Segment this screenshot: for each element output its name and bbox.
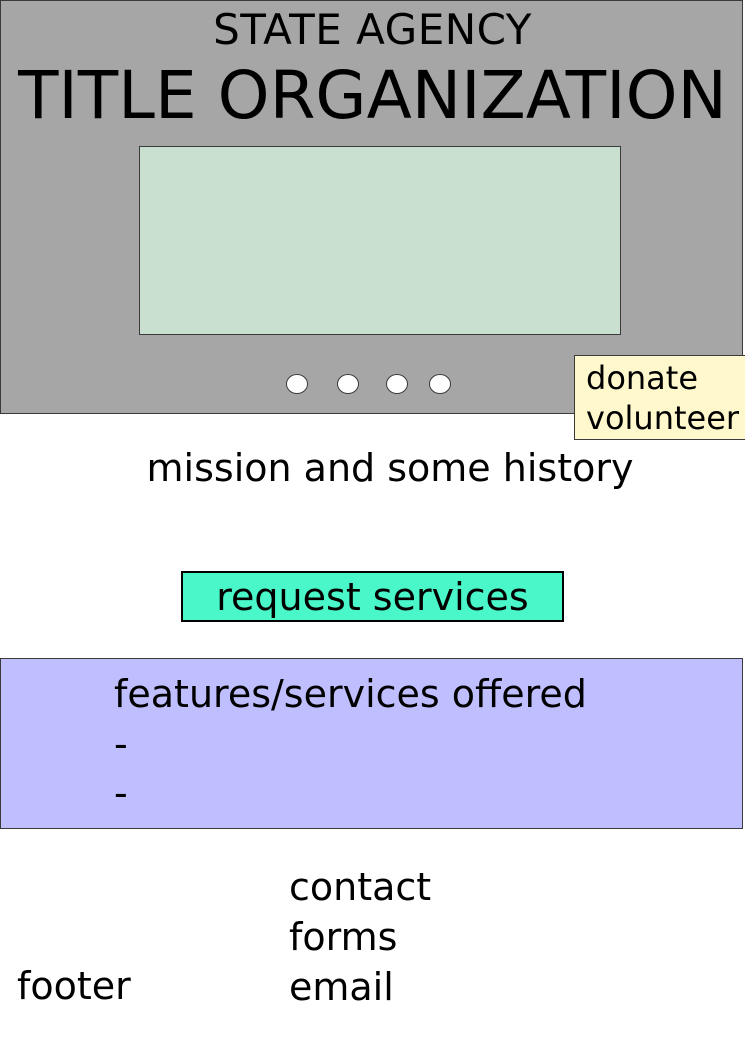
- carousel-dot-2[interactable]: [337, 374, 359, 394]
- page-title: TITLE ORGANIZATION: [18, 57, 727, 134]
- features-section: [0, 658, 743, 829]
- donate-link[interactable]: donate: [586, 359, 699, 397]
- features-item: -: [114, 722, 128, 766]
- donate-volunteer-box: donate volunteer: [574, 355, 745, 440]
- contact-link[interactable]: contact: [289, 865, 432, 909]
- email-link[interactable]: email: [289, 965, 394, 1009]
- request-services-button[interactable]: request services: [181, 571, 564, 622]
- carousel-dot-1[interactable]: [286, 374, 308, 394]
- footer-links: contact forms email: [289, 862, 431, 1012]
- carousel-dot-4[interactable]: [429, 374, 451, 394]
- image-carousel[interactable]: [139, 146, 621, 335]
- volunteer-link[interactable]: volunteer: [586, 399, 740, 437]
- features-heading: features/services offered: [114, 672, 587, 716]
- mission-text: mission and some history: [146, 446, 634, 490]
- forms-link[interactable]: forms: [289, 915, 398, 959]
- carousel-dot-3[interactable]: [386, 374, 408, 394]
- features-item: -: [114, 771, 128, 815]
- footer-label: footer: [17, 964, 131, 1008]
- agency-name: STATE AGENCY: [213, 5, 532, 54]
